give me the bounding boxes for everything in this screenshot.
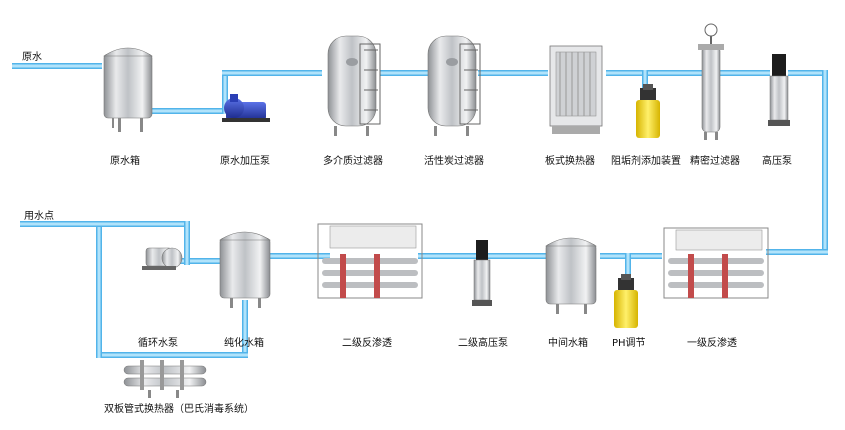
- high-pressure-pump: [768, 54, 790, 126]
- circ-pump-label: 循环水泵: [138, 338, 178, 349]
- hp-pump2-label: 二级高压泵: [458, 338, 508, 349]
- outlet-label: 用水点: [24, 211, 54, 222]
- second-stage-ro-unit: [317, 223, 423, 299]
- source-label: 原水: [22, 52, 42, 63]
- ro2-label: 二级反渗透: [342, 338, 392, 349]
- carbon-filter: [427, 35, 481, 136]
- antiscalant-label: 阻垢剂添加装置: [611, 156, 681, 167]
- raw-pump-label: 原水加压泵: [220, 156, 270, 167]
- intermediate-tank-label: 中间水箱: [548, 338, 588, 349]
- intermediate-tank: [544, 237, 598, 314]
- precision-filter-label: 精密过滤器: [690, 156, 740, 167]
- pipes-lower: [20, 221, 828, 358]
- tube-exchanger-label: 双板管式换热器（巴氏消毒系统）: [104, 404, 254, 415]
- pure-water-tank: [218, 231, 272, 308]
- raw-tank-label: 原水箱: [110, 156, 140, 167]
- plate-heat-exchanger: [549, 45, 603, 134]
- pure-tank-label: 纯化水箱: [224, 338, 264, 349]
- pipes-upper: [12, 63, 828, 255]
- multimedia-filter-label: 多介质过滤器: [323, 156, 383, 167]
- second-stage-hp-pump: [472, 240, 492, 306]
- tube-heat-exchanger: [123, 360, 207, 398]
- multimedia-filter: [327, 35, 381, 136]
- ph-adjust-dosing-unit: [614, 274, 638, 328]
- circulation-pump: [142, 247, 183, 270]
- high-pressure-pump-label: 高压泵: [762, 156, 792, 167]
- antiscalant-dosing-unit: [636, 84, 660, 138]
- precision-filter: [698, 23, 724, 140]
- plate-exchanger-label: 板式换热器: [545, 156, 595, 167]
- raw-water-tank: [103, 47, 153, 132]
- carbon-filter-label: 活性炭过滤器: [424, 156, 484, 167]
- raw-water-pump: [222, 94, 270, 122]
- ph-adjust-label: PH调节: [612, 338, 646, 349]
- ro1-label: 一级反渗透: [687, 338, 737, 349]
- first-stage-ro-unit: [663, 227, 769, 299]
